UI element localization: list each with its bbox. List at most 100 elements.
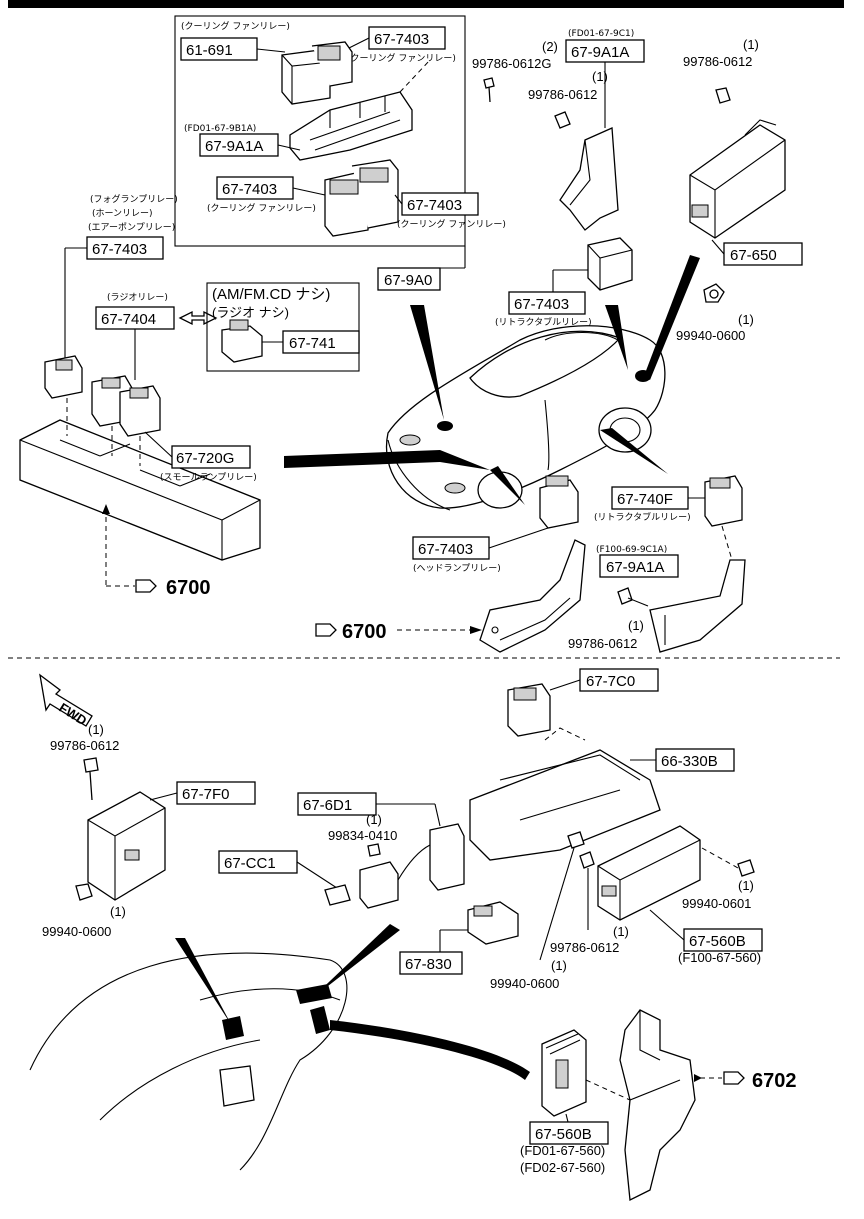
callout-bolt-l[interactable]: (1) 99786-0612 bbox=[50, 722, 119, 801]
cooling-relay-group-frame bbox=[174, 15, 466, 247]
ref-67-560b-a: (F100-67-560) bbox=[678, 950, 761, 965]
callout-67-9a1a-c[interactable]: (F100-69-9C1A) 67-9A1A bbox=[596, 545, 679, 578]
callout-67-7403-c[interactable]: 67-7403 (クーリング ファンリレー) bbox=[394, 192, 506, 230]
label-nut-right: 99940-0600 bbox=[676, 328, 745, 343]
note-67-7403-d: (リトラクタブルリレー) bbox=[495, 316, 592, 328]
callout-nut-right[interactable]: (1) 99940-0600 bbox=[676, 283, 754, 343]
ref-6700-left[interactable]: 6700 bbox=[102, 504, 211, 599]
note-am-fm: (AM/FM.CD ナシ) bbox=[212, 286, 330, 303]
note-61-691: (クーリング ファンリレー) bbox=[181, 20, 290, 32]
qty-nut-m: (1) bbox=[551, 958, 567, 973]
am-fm-option-box: (AM/FM.CD ナシ) (ラジオ ナシ) bbox=[206, 282, 360, 372]
pointer-wedge-8 bbox=[310, 924, 400, 1000]
callout-bolt-top[interactable]: (2) 99786-0612G bbox=[472, 39, 558, 103]
callout-nut-r[interactable]: (1) 99940-0601 bbox=[682, 847, 755, 911]
callout-67-7403-a[interactable]: 67-7403 (クーリング ファンリレー) bbox=[344, 26, 456, 64]
label-67-9a1a-a: 67-9A1A bbox=[205, 138, 263, 155]
bracket-center-top bbox=[559, 127, 619, 231]
relay-tray-left bbox=[19, 355, 261, 561]
note-67-7403-c: (クーリング ファンリレー) bbox=[397, 218, 506, 230]
label-67-9a1a-top: 67-9A1A bbox=[571, 44, 629, 61]
bracket-lower-right bbox=[585, 1009, 696, 1202]
callout-bolt-right[interactable]: (1) 99786-0612 bbox=[683, 37, 759, 104]
callout-67-7c0[interactable]: 67-7C0 bbox=[549, 668, 659, 692]
ref-67-9a1a-a: (FD01-67-9B1A) bbox=[184, 124, 256, 134]
label-67-560b-b: 67-560B bbox=[535, 1126, 592, 1143]
callout-67-7f0[interactable]: 67-7F0 bbox=[149, 781, 256, 805]
bracket-right-mid bbox=[649, 525, 746, 653]
callout-67-741[interactable]: 67-741 bbox=[262, 330, 360, 354]
callout-67-9a0[interactable]: 67-9A0 bbox=[377, 246, 466, 291]
note-67-740f: (リトラクタブルリレー) bbox=[594, 511, 691, 523]
callout-67-9a1a-top[interactable]: (FD01-67-9C1) 67-9A1A bbox=[565, 29, 645, 128]
callout-67-740f[interactable]: 67-740F (リトラクタブルリレー) bbox=[594, 486, 705, 523]
label-bolt-c: 99786-0612 bbox=[568, 636, 637, 651]
ref-67-9a1a-c: (F100-69-9C1A) bbox=[596, 545, 667, 555]
label-67-740f: 67-740F bbox=[617, 491, 673, 508]
label-67-7404: 67-7404 bbox=[101, 311, 156, 328]
callout-nut-m[interactable]: (1) 99940-0600 bbox=[490, 831, 585, 991]
callout-61-691[interactable]: (クーリング ファンリレー) 61-691 bbox=[180, 20, 290, 61]
callout-bolt-c[interactable]: (1) 99786-0612 bbox=[568, 587, 649, 651]
ref-67-560b-b-1: (FD01-67-560) bbox=[520, 1143, 605, 1158]
note-fog-relay: (フォグランプリレー) bbox=[90, 193, 178, 205]
fwd-arrow-icon: FWD bbox=[39, 673, 93, 728]
qty-nut-right: (1) bbox=[738, 312, 754, 327]
pointer-wedge-3 bbox=[605, 305, 628, 370]
ref-6702[interactable]: 6702 bbox=[694, 1070, 797, 1092]
qty-bolt-b: (1) bbox=[592, 69, 608, 84]
label-bolt-top: 99786-0612G bbox=[472, 56, 552, 71]
callout-67-7404[interactable]: (ラジオリレー) 67-7404 bbox=[95, 292, 218, 380]
callout-67-6d1[interactable]: 67-6D1 bbox=[297, 792, 441, 827]
label-67-7403-a: 67-7403 bbox=[374, 31, 429, 48]
label-66-330b: 66-330B bbox=[661, 753, 718, 770]
label-screw: 99834-0410 bbox=[328, 828, 397, 843]
label-67-720g: 67-720G bbox=[176, 450, 234, 467]
relay-67-7403-e bbox=[539, 475, 579, 529]
callout-bolt-m[interactable]: (1) 99786-0612 bbox=[550, 851, 629, 955]
label-67-7403-c: 67-7403 bbox=[407, 197, 462, 214]
ref-6700-mid[interactable]: 6700 bbox=[315, 621, 482, 643]
dashboard-body bbox=[29, 952, 348, 1171]
callout-67-720g[interactable]: 67-720G (スモールランプリレー) bbox=[144, 431, 257, 483]
callout-67-cc1[interactable]: 67-CC1 bbox=[218, 850, 351, 906]
note-horn-relay: (ホーンリレー) bbox=[92, 208, 153, 219]
callout-67-9a1a-a[interactable]: (FD01-67-9B1A) 67-9A1A bbox=[184, 124, 301, 157]
callout-67-7403-b[interactable]: 67-7403 (クーリング ファンリレー) bbox=[207, 176, 326, 214]
qty-bolt-m: (1) bbox=[613, 924, 629, 939]
label-bolt-m: 99786-0612 bbox=[550, 940, 619, 955]
label-nut-m: 99940-0600 bbox=[490, 976, 559, 991]
callout-67-560b-b[interactable]: 67-560B (FD01-67-560) (FD02-67-560) bbox=[520, 1113, 609, 1175]
callout-67-7403-e[interactable]: 67-7403 (ヘッドランプリレー) bbox=[412, 527, 549, 574]
pointer-wedge-5 bbox=[600, 428, 668, 474]
label-67-830: 67-830 bbox=[405, 956, 452, 973]
callout-67-7403-left[interactable]: (フォグランプリレー) (ホーンリレー) (エアーポンプリレー) 67-7403 bbox=[64, 193, 178, 360]
callout-67-830[interactable]: 67-830 bbox=[399, 929, 468, 975]
label-67-7403-b: 67-7403 bbox=[222, 181, 277, 198]
note-67-720g: (スモールランプリレー) bbox=[160, 472, 257, 483]
label-67-7f0: 67-7F0 bbox=[182, 786, 230, 803]
unit-67-7f0 bbox=[87, 791, 166, 901]
qty-nut-r: (1) bbox=[738, 878, 754, 893]
callout-66-330b[interactable]: 66-330B bbox=[630, 748, 735, 772]
note-67-7403-b: (クーリング ファンリレー) bbox=[207, 202, 316, 214]
callout-nut-l[interactable]: (1) 99940-0600 bbox=[42, 883, 126, 939]
label-61-691: 61-691 bbox=[186, 42, 233, 59]
label-67-7403-d: 67-7403 bbox=[514, 296, 569, 313]
callout-67-560b-a[interactable]: 67-560B (F100-67-560) bbox=[649, 909, 763, 965]
callout-screw[interactable]: (1) 99834-0410 bbox=[328, 812, 397, 857]
unit-67-560b-a bbox=[597, 825, 701, 921]
relay-67-7403-d bbox=[587, 237, 633, 291]
label-bolt-b: 99786-0612 bbox=[528, 87, 597, 102]
callout-67-650[interactable]: 67-650 bbox=[711, 239, 803, 266]
label-bolt-right: 99786-0612 bbox=[683, 54, 752, 69]
relay-67-830 bbox=[467, 901, 519, 945]
callout-bolt-b[interactable]: (1) 99786-0612 bbox=[528, 69, 608, 129]
label-67-cc1: 67-CC1 bbox=[224, 855, 276, 872]
pointer-wedge-2 bbox=[284, 450, 490, 470]
qty-bolt-l: (1) bbox=[88, 722, 104, 737]
callout-67-7403-d[interactable]: 67-7403 (リトラクタブルリレー) bbox=[495, 269, 592, 328]
label-67-9a1a-c: 67-9A1A bbox=[606, 559, 664, 576]
